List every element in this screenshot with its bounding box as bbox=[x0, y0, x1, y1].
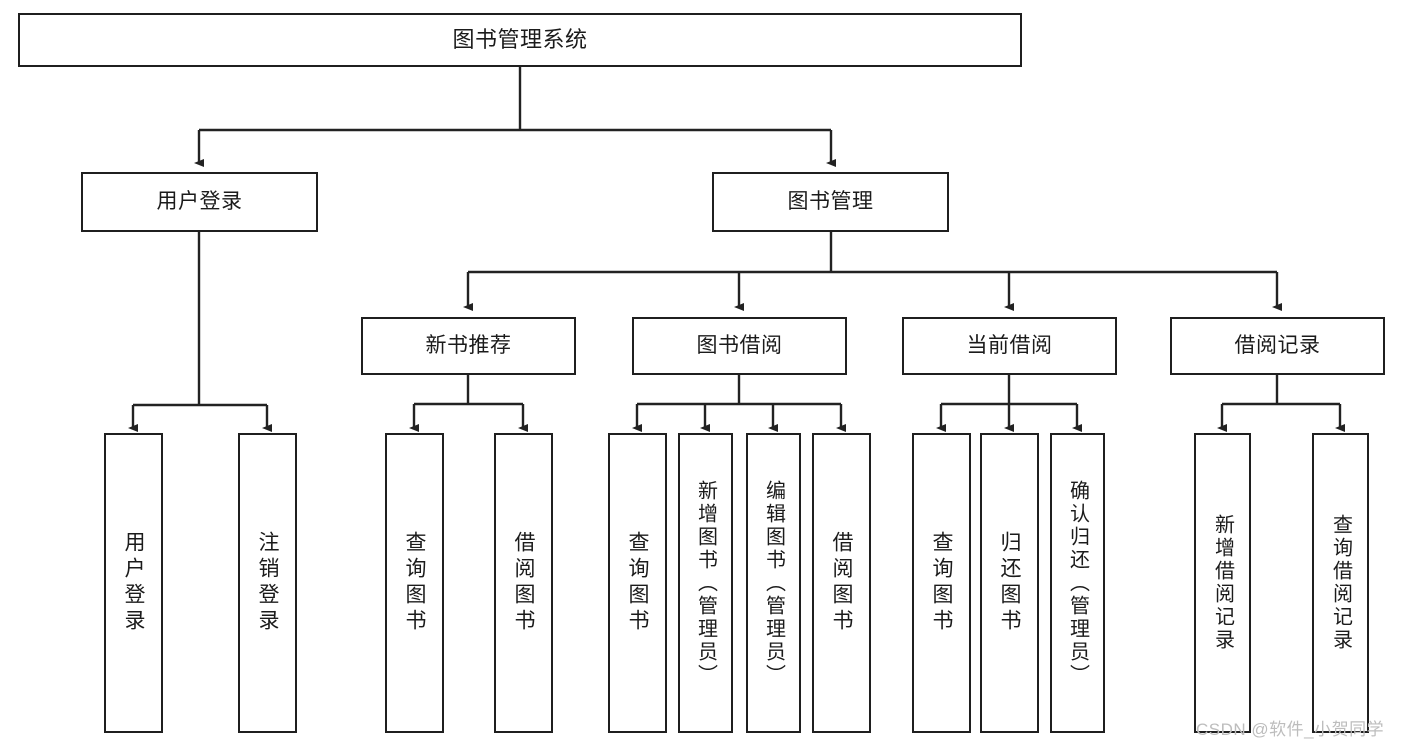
node-label: 借阅记录 bbox=[1234, 334, 1321, 358]
node-label: 当前借阅 bbox=[966, 334, 1053, 358]
node-leaf-edit-book[interactable]: 编辑图书（管理员） bbox=[746, 433, 801, 733]
node-label: 确认归还（管理员） bbox=[1066, 479, 1089, 687]
node-leaf-logout[interactable]: 注销登录 bbox=[238, 433, 297, 733]
node-label: 查询图书 bbox=[930, 531, 953, 635]
node-leaf-query-record[interactable]: 查询借阅记录 bbox=[1312, 433, 1369, 733]
node-leaf-borrow-book-1[interactable]: 借阅图书 bbox=[494, 433, 553, 733]
node-leaf-confirm-return[interactable]: 确认归还（管理员） bbox=[1050, 433, 1105, 733]
node-leaf-query-book-2[interactable]: 查询图书 bbox=[608, 433, 667, 733]
watermark-text: CSDN @软件_小贺同学 bbox=[1196, 720, 1385, 739]
node-label: 图书管理 bbox=[787, 190, 874, 214]
node-label: 查询图书 bbox=[403, 531, 426, 635]
node-label: 注销登录 bbox=[256, 531, 279, 635]
node-borrow-record[interactable]: 借阅记录 bbox=[1170, 317, 1385, 375]
node-leaf-user-login[interactable]: 用户登录 bbox=[104, 433, 163, 733]
node-book-management-system[interactable]: 图书管理系统 bbox=[18, 13, 1022, 67]
node-leaf-borrow-book-2[interactable]: 借阅图书 bbox=[812, 433, 871, 733]
node-leaf-query-book-3[interactable]: 查询图书 bbox=[912, 433, 971, 733]
node-label: 编辑图书（管理员） bbox=[762, 479, 785, 687]
node-book-management[interactable]: 图书管理 bbox=[712, 172, 949, 232]
node-leaf-add-book[interactable]: 新增图书（管理员） bbox=[678, 433, 733, 733]
node-new-book-recommend[interactable]: 新书推荐 bbox=[361, 317, 576, 375]
node-current-borrow[interactable]: 当前借阅 bbox=[902, 317, 1117, 375]
node-leaf-query-book-1[interactable]: 查询图书 bbox=[385, 433, 444, 733]
node-book-borrow[interactable]: 图书借阅 bbox=[632, 317, 847, 375]
node-label: 查询借阅记录 bbox=[1329, 514, 1352, 652]
node-label: 新增借阅记录 bbox=[1211, 514, 1234, 652]
node-leaf-add-record[interactable]: 新增借阅记录 bbox=[1194, 433, 1251, 733]
node-label: 借阅图书 bbox=[830, 531, 853, 635]
node-label: 借阅图书 bbox=[512, 531, 535, 635]
node-label: 新增图书（管理员） bbox=[694, 479, 717, 687]
node-user-login[interactable]: 用户登录 bbox=[81, 172, 318, 232]
node-label: 新书推荐 bbox=[425, 334, 512, 358]
node-label: 用户登录 bbox=[156, 190, 243, 214]
node-label: 图书管理系统 bbox=[452, 26, 588, 52]
node-label: 归还图书 bbox=[998, 531, 1021, 635]
node-label: 用户登录 bbox=[122, 531, 145, 635]
node-label: 查询图书 bbox=[626, 531, 649, 635]
node-leaf-return-book[interactable]: 归还图书 bbox=[980, 433, 1039, 733]
node-label: 图书借阅 bbox=[696, 334, 783, 358]
